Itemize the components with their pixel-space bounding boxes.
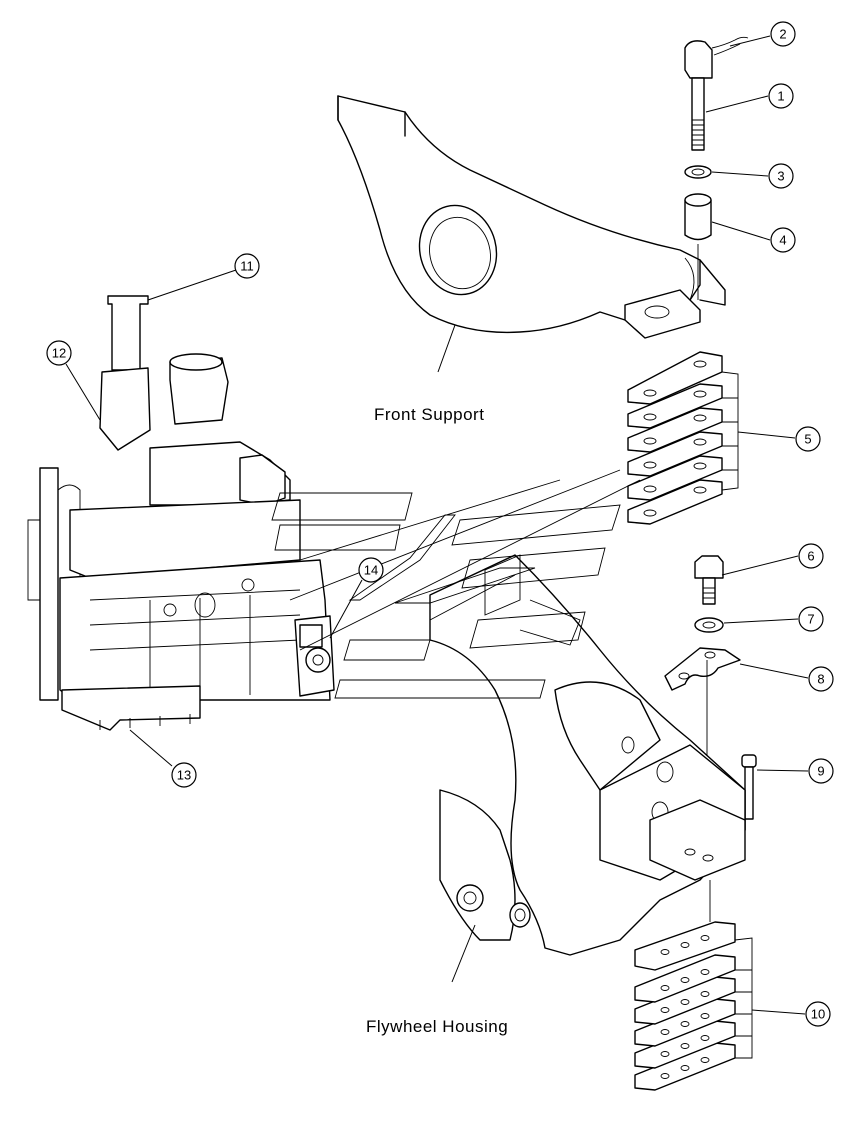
callout-1: 1 xyxy=(768,83,794,109)
callout-5: 5 xyxy=(795,426,821,452)
svg-text:5: 5 xyxy=(804,432,811,447)
bolt-9 xyxy=(741,754,757,820)
front-support-label: Front Support xyxy=(374,405,484,424)
flywheel-housing xyxy=(429,554,746,983)
background-bands xyxy=(271,469,641,699)
svg-text:3: 3 xyxy=(777,169,784,184)
callout-4: 4 xyxy=(770,227,796,253)
callout-11: 11 xyxy=(234,253,260,279)
callout-10: 10 xyxy=(805,1001,831,1027)
svg-text:12: 12 xyxy=(52,346,66,361)
svg-text:4: 4 xyxy=(779,233,786,248)
flywheel-housing-label: Flywheel Housing xyxy=(366,1017,508,1036)
callout-9: 9 xyxy=(808,758,834,784)
washer-3 xyxy=(684,165,712,179)
svg-text:1: 1 xyxy=(777,89,784,104)
spacer-4 xyxy=(684,193,712,300)
bolt-6 xyxy=(694,555,724,605)
callout-3: 3 xyxy=(768,163,794,189)
callout-7: 7 xyxy=(798,606,824,632)
leader-lines xyxy=(65,35,809,1015)
svg-text:7: 7 xyxy=(807,612,814,627)
washer-7 xyxy=(694,617,724,633)
callout-8: 8 xyxy=(808,666,834,692)
svg-text:13: 13 xyxy=(177,768,191,783)
callout-2: 2 xyxy=(770,21,796,47)
shim-stack-10 xyxy=(634,880,753,1091)
svg-text:9: 9 xyxy=(817,764,824,779)
svg-text:6: 6 xyxy=(807,549,814,564)
callout-6: 6 xyxy=(798,543,824,569)
callout-12: 12 xyxy=(46,340,72,366)
svg-text:14: 14 xyxy=(364,563,378,578)
svg-text:11: 11 xyxy=(240,259,254,274)
svg-text:10: 10 xyxy=(811,1007,825,1022)
front-support-bracket xyxy=(337,95,726,373)
bolt-1 xyxy=(684,36,749,151)
callout-14: 14 xyxy=(358,557,384,583)
engine-assembly xyxy=(27,295,335,731)
svg-text:8: 8 xyxy=(817,672,824,687)
callout-13: 13 xyxy=(171,762,197,788)
svg-text:2: 2 xyxy=(779,27,786,42)
shim-stack-5 xyxy=(627,351,739,525)
